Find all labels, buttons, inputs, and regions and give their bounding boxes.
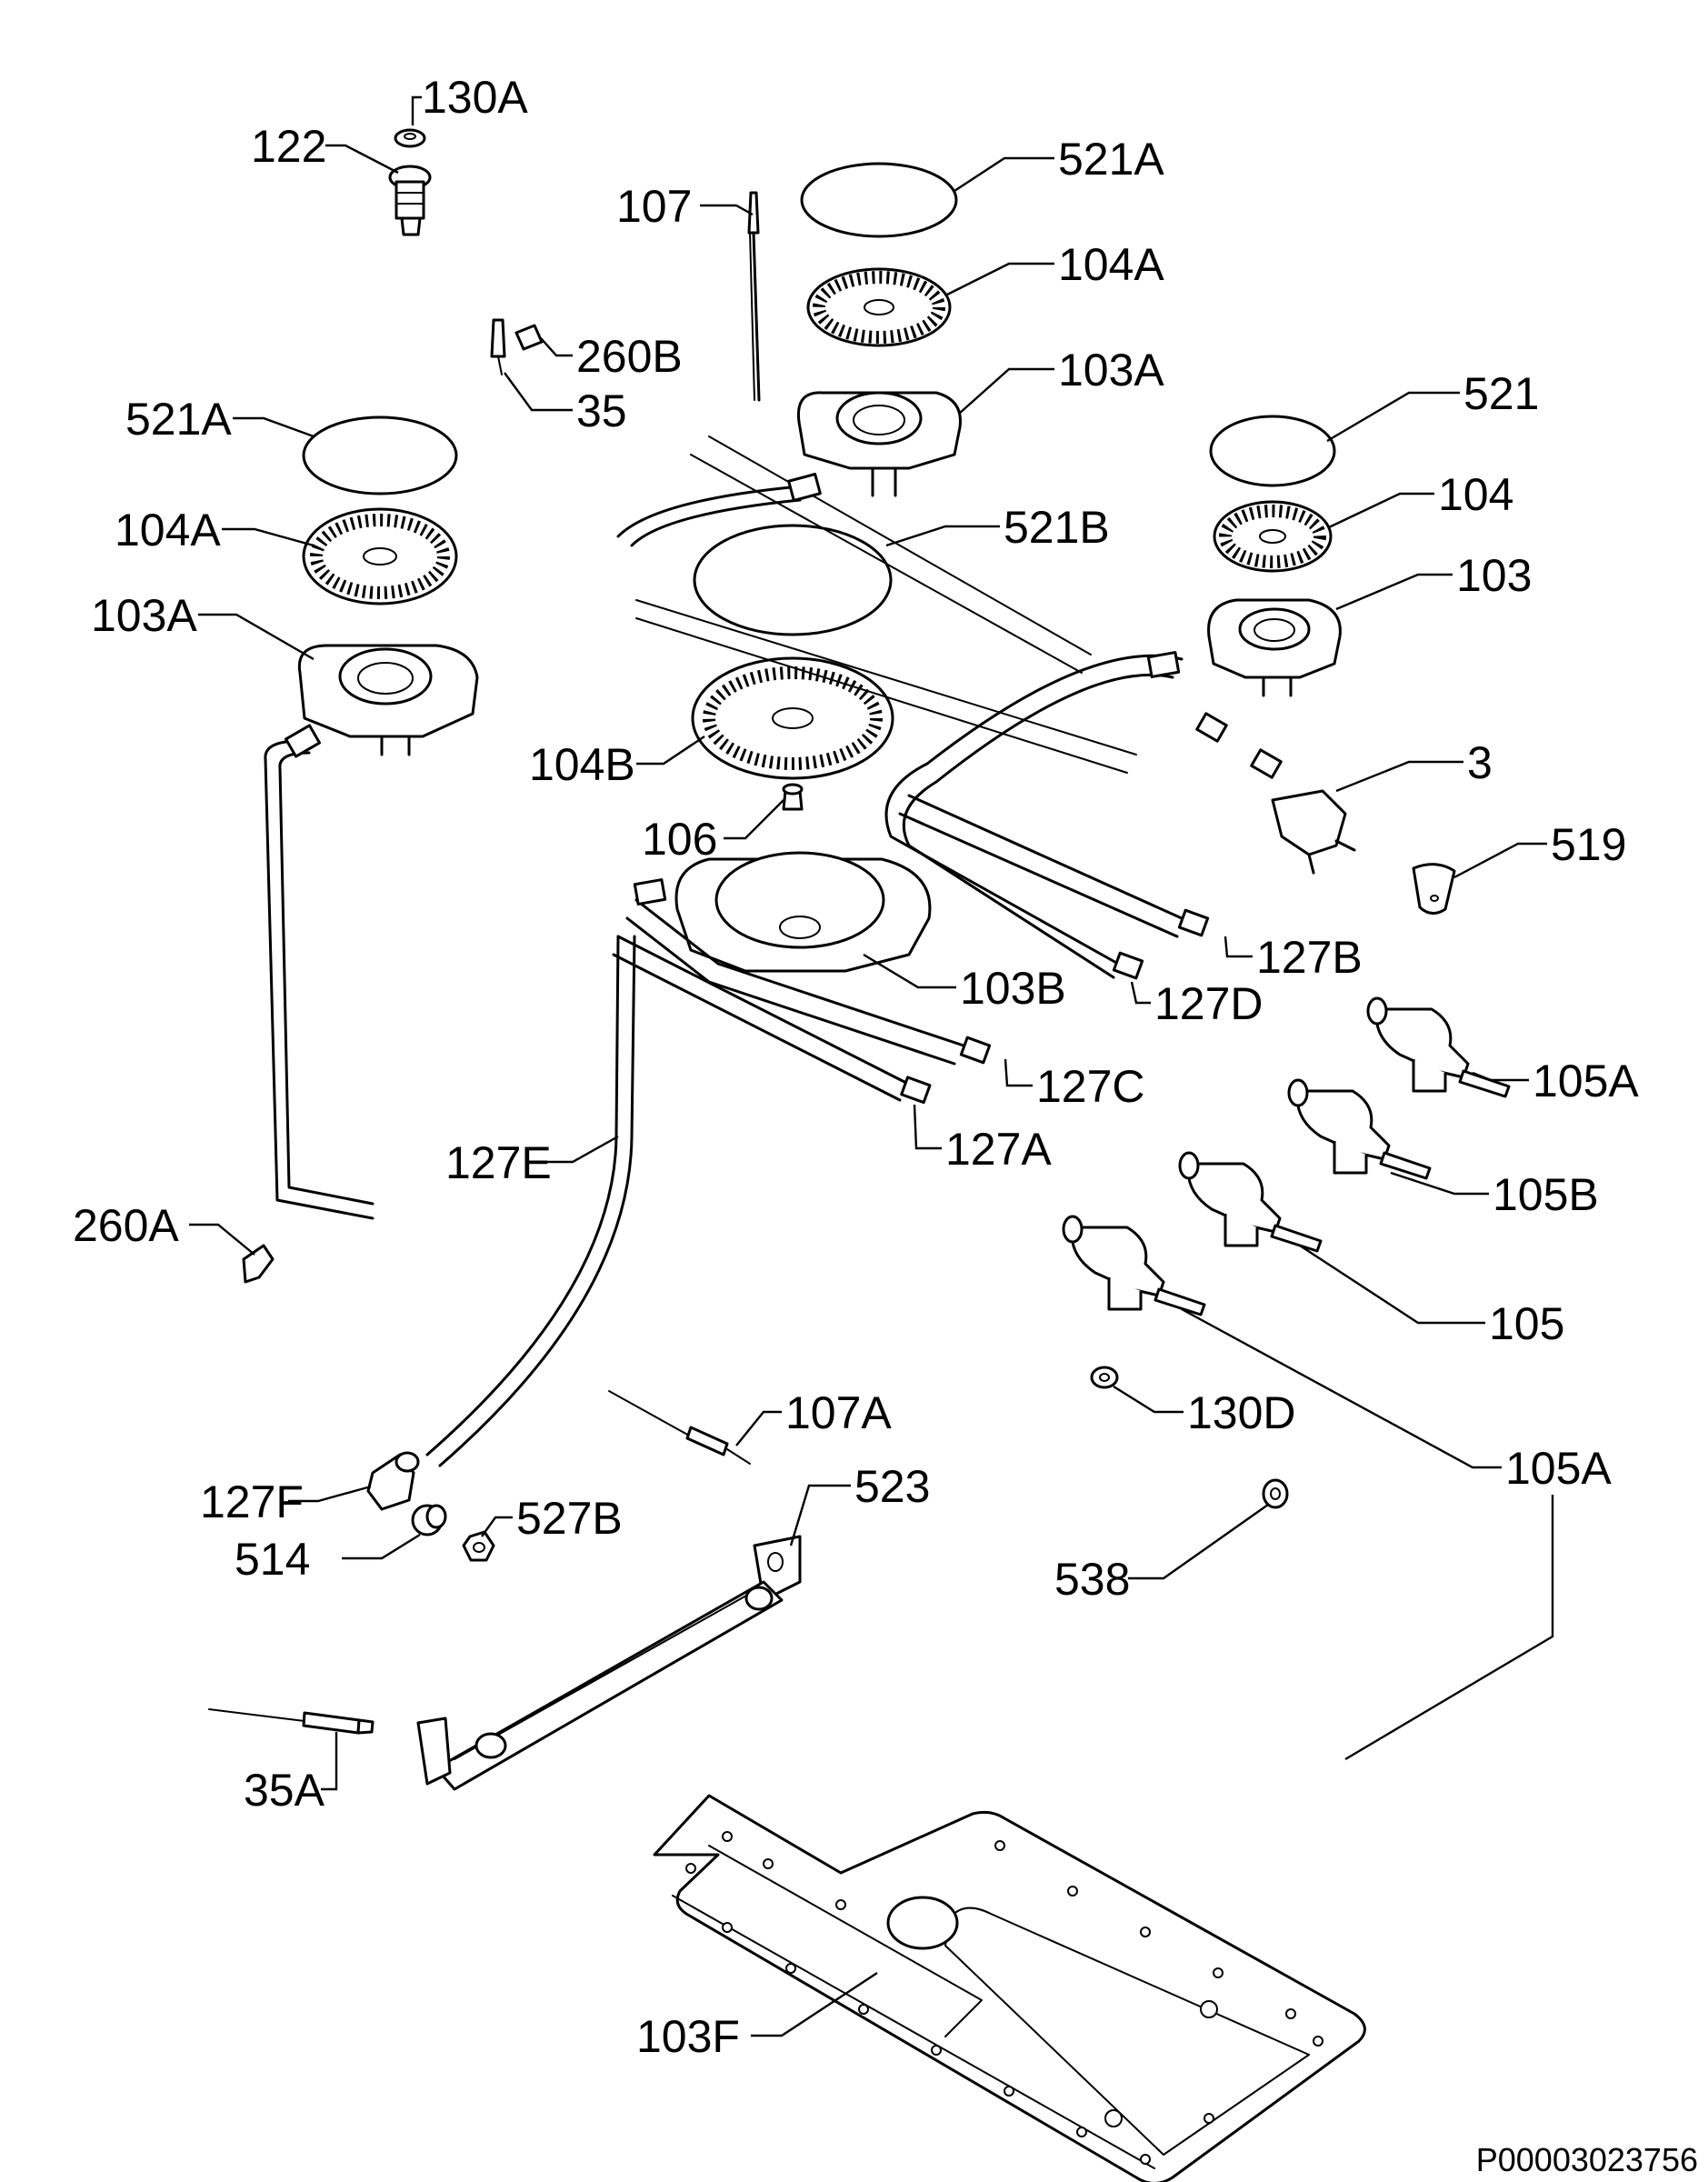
valve-105b: [1287, 1078, 1432, 1180]
gas-valves: [1062, 996, 1511, 1316]
burner-left: [297, 415, 479, 756]
part-538-nut: [1262, 1478, 1289, 1509]
part-107-thermocouple: [747, 191, 761, 402]
label-521a-left: 521A: [125, 394, 232, 445]
part-527b-nut: [462, 1530, 495, 1562]
label-104a-top: 104A: [1058, 239, 1164, 290]
label-523: 523: [854, 1461, 930, 1512]
label-127f: 127F: [200, 1476, 304, 1527]
label-35: 35: [576, 385, 627, 436]
label-521b: 521B: [1004, 502, 1110, 553]
leader-lines: [189, 95, 1547, 2037]
part-107a-thermocouple: [608, 1390, 751, 1465]
burner-right: [1207, 415, 1342, 697]
label-105: 105: [1489, 1298, 1564, 1349]
part-35a-electrode: [208, 1708, 375, 1735]
label-519: 519: [1551, 819, 1626, 870]
parts-artwork: [208, 128, 1554, 2182]
label-127c: 127C: [1036, 1061, 1145, 1112]
label-260a: 260A: [73, 1200, 179, 1251]
label-3: 3: [1467, 737, 1493, 788]
label-103f: 103F: [636, 2011, 740, 2062]
burner-top-center: [796, 162, 962, 497]
part-labels: 130A 122 107 521A 104A 260B 35 103A 521A…: [73, 72, 1639, 2062]
label-260b: 260B: [576, 331, 683, 382]
label-104: 104: [1438, 469, 1513, 520]
label-104b: 104B: [529, 739, 635, 790]
valve-105a-top: [1366, 996, 1511, 1098]
label-103a-top: 103A: [1058, 345, 1164, 395]
label-127d: 127D: [1154, 978, 1264, 1029]
label-104a-left: 104A: [115, 505, 221, 556]
label-103b: 103B: [960, 963, 1066, 1014]
part-3-safety-device: [1271, 789, 1356, 875]
label-105b: 105B: [1493, 1169, 1599, 1220]
label-130d: 130D: [1187, 1387, 1296, 1438]
part-103f-base-plate: [653, 1794, 1366, 2182]
valve-105: [1178, 1151, 1323, 1253]
valve-105a-bottom: [1062, 1215, 1206, 1316]
part-130a-washer: [394, 128, 426, 148]
label-130a: 130A: [422, 72, 528, 123]
part-260a-clip: [242, 1244, 275, 1284]
tube-fittings: [285, 472, 1283, 1105]
part-519-cap: [1412, 863, 1456, 915]
part-260b-clip: [514, 324, 544, 351]
label-538: 538: [1054, 1554, 1130, 1605]
label-107a: 107A: [785, 1387, 892, 1438]
label-35a: 35A: [244, 1765, 325, 1816]
label-527b: 527B: [516, 1493, 623, 1544]
label-127a: 127A: [945, 1124, 1052, 1175]
label-514: 514: [235, 1534, 310, 1585]
label-521: 521: [1463, 368, 1539, 419]
part-130d-nut: [1090, 1366, 1119, 1389]
part-523-bracket: [416, 1535, 802, 1791]
label-127b: 127B: [1256, 932, 1363, 983]
label-521a-top: 521A: [1058, 134, 1164, 185]
part-122-injector: [388, 165, 432, 236]
label-127e: 127E: [445, 1137, 552, 1188]
part-35-electrode: [490, 318, 506, 375]
label-105a-top: 105A: [1533, 1056, 1639, 1106]
label-122: 122: [251, 121, 326, 172]
label-106: 106: [642, 814, 717, 865]
label-103a-left: 103A: [91, 590, 197, 641]
label-103: 103: [1456, 550, 1532, 601]
assembly-line-105a: [1344, 1495, 1554, 1761]
burner-center-large: [674, 524, 932, 973]
part-514-bush: [411, 1504, 447, 1536]
label-107: 107: [616, 181, 692, 232]
part-127f-elbow: [366, 1451, 420, 1511]
label-105a-bottom: 105A: [1505, 1443, 1612, 1494]
reference-code: P00003023756: [1476, 2141, 1698, 2178]
